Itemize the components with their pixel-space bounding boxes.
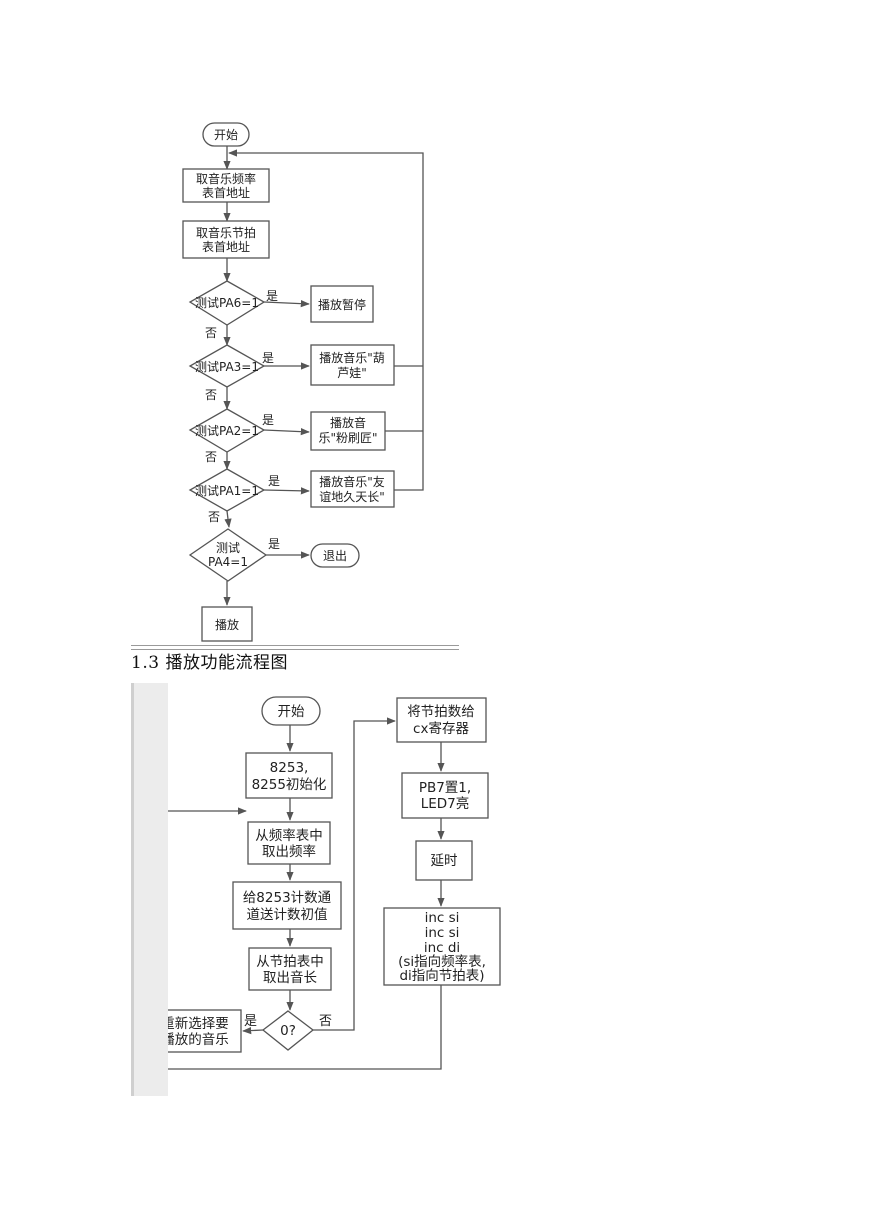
d2-led-on-box: PB7置1, LED7亮: [401, 772, 489, 819]
svg-text:0?: 0?: [280, 1023, 296, 1039]
d2-init-box: 8253, 8255初始化: [245, 752, 333, 799]
d2-zero-decision: 0?: [261, 1010, 315, 1051]
d2-yes-label: 是: [244, 1014, 257, 1029]
svg-text:测试PA2=1: 测试PA2=1: [195, 423, 259, 438]
d1-yes-label-pa2: 是: [262, 413, 274, 427]
svg-text:将节拍数给: 将节拍数给: [407, 704, 475, 720]
d2-no-label: 否: [319, 1014, 332, 1029]
svg-text:PA4=1: PA4=1: [208, 555, 248, 569]
diagram1-edges: [223, 146, 424, 606]
svg-text:8255初始化: 8255初始化: [252, 776, 327, 793]
caption-top-rule: [131, 645, 459, 646]
d1-no-label-pa6: 否: [205, 326, 217, 340]
svg-text:cx寄存器: cx寄存器: [413, 720, 469, 737]
svg-text:谊地久天长": 谊地久天长": [319, 489, 385, 504]
svg-text:道送计数初值: 道送计数初值: [247, 906, 328, 923]
d2-send-count-box: 给8253计数通 道送计数初值: [232, 881, 342, 930]
svg-text:乐"粉刷匠": 乐"粉刷匠": [318, 431, 377, 445]
d1-play-youyi-box: 播放音乐"友 谊地久天长": [310, 470, 395, 508]
d1-yes-label-pa6: 是: [266, 289, 278, 303]
svg-text:8253,: 8253,: [270, 760, 309, 776]
svg-text:给8253计数通: 给8253计数通: [243, 890, 332, 906]
d1-pause-box: 播放暂停: [310, 285, 374, 323]
d1-beat-table-address-box: 取音乐节拍 表首地址: [182, 220, 270, 259]
d2-increment-box: inc si inc si inc di (si指向频率表, di指向节拍表): [383, 907, 501, 986]
d1-yes-label-pa1: 是: [268, 474, 280, 488]
diagram1-nodes: 开始 取音乐频率 表首地址 取音乐节拍 表首地址 测试PA6=1 播放暂停 测试…: [182, 122, 395, 642]
screenshot-panel-margin: [131, 683, 168, 1096]
svg-text:取音乐节拍: 取音乐节拍: [196, 225, 256, 240]
d1-start-terminal: 开始: [202, 122, 250, 147]
svg-text:开始: 开始: [214, 128, 238, 142]
d1-play-box: 播放: [201, 606, 253, 642]
svg-text:测试PA6=1: 测试PA6=1: [195, 295, 259, 310]
svg-text:inc si: inc si: [425, 925, 460, 941]
d2-get-length-box: 从节拍表中 取出音长: [248, 947, 332, 991]
d1-yes-label-pa4: 是: [268, 537, 280, 551]
d1-freq-table-address-box: 取音乐频率 表首地址: [182, 168, 270, 203]
d1-play-fenshuajiang-box: 播放音 乐"粉刷匠": [310, 411, 386, 451]
svg-text:播放的音乐: 播放的音乐: [161, 1031, 229, 1048]
d1-test-pa1-decision: 测试PA1=1: [188, 468, 266, 512]
svg-text:播放音: 播放音: [330, 415, 366, 430]
svg-text:测试PA1=1: 测试PA1=1: [195, 483, 259, 498]
d1-no-label-pa3: 否: [205, 388, 217, 402]
d1-exit-terminal: 退出: [310, 543, 360, 568]
svg-text:从节拍表中: 从节拍表中: [256, 954, 324, 970]
d1-yes-label-pa3: 是: [262, 351, 274, 365]
d1-test-pa4-decision: 测试 PA4=1: [188, 528, 268, 582]
d1-test-pa6-decision: 测试PA6=1: [188, 280, 266, 326]
d1-test-pa2-decision: 测试PA2=1: [188, 408, 266, 453]
svg-text:表首地址: 表首地址: [202, 240, 250, 254]
svg-text:测试: 测试: [216, 540, 240, 555]
svg-text:表首地址: 表首地址: [202, 186, 250, 200]
svg-text:PB7置1,: PB7置1,: [419, 780, 471, 796]
svg-text:inc si: inc si: [425, 910, 460, 926]
d1-no-label-pa1: 否: [208, 510, 220, 524]
d1-no-label-pa2: 否: [205, 450, 217, 464]
d1-test-pa3-decision: 测试PA3=1: [188, 344, 266, 388]
figure-caption: 1.3 播放功能流程图: [131, 653, 288, 673]
svg-text:从频率表中: 从频率表中: [255, 827, 323, 844]
svg-text:开始: 开始: [278, 704, 305, 720]
svg-text:取出音长: 取出音长: [263, 969, 317, 986]
svg-text:退出: 退出: [323, 549, 347, 563]
svg-text:延时: 延时: [431, 853, 458, 869]
svg-text:播放: 播放: [215, 617, 239, 632]
svg-text:播放音乐"友: 播放音乐"友: [319, 474, 385, 489]
svg-text:inc di: inc di: [424, 940, 460, 956]
svg-text:播放音乐"葫: 播放音乐"葫: [319, 350, 385, 365]
d2-get-freq-box: 从频率表中 取出频率: [247, 821, 331, 865]
svg-text:测试PA3=1: 测试PA3=1: [195, 359, 259, 374]
d2-beat-to-cx-box: 将节拍数给 cx寄存器: [396, 697, 487, 743]
svg-text:播放暂停: 播放暂停: [318, 297, 366, 312]
svg-text:芦娃": 芦娃": [337, 366, 367, 380]
caption-top-rule-2: [131, 649, 459, 650]
svg-text:di指向节拍表): di指向节拍表): [399, 968, 484, 984]
diagram2-nodes: 开始 8253, 8255初始化 从频率表中 取出频率 给8253计数通 道送计…: [149, 696, 501, 1053]
diagram2-edge-labels: 是 否: [244, 1014, 332, 1029]
d2-delay-box: 延时: [415, 840, 473, 881]
diagram1-edge-labels: 是 否 是 否 是 否 是 否 是: [205, 289, 280, 551]
d2-start-terminal: 开始: [261, 696, 321, 726]
svg-text:取音乐频率: 取音乐频率: [196, 171, 256, 186]
svg-text:(si指向频率表,: (si指向频率表,: [398, 953, 486, 970]
svg-text:重新选择要: 重新选择要: [161, 1016, 229, 1032]
svg-text:取出频率: 取出频率: [262, 843, 316, 860]
d1-play-huluwa-box: 播放音乐"葫 芦娃": [310, 344, 395, 386]
svg-text:LED7亮: LED7亮: [421, 795, 470, 812]
screenshot-panel-edge: [131, 683, 134, 1096]
